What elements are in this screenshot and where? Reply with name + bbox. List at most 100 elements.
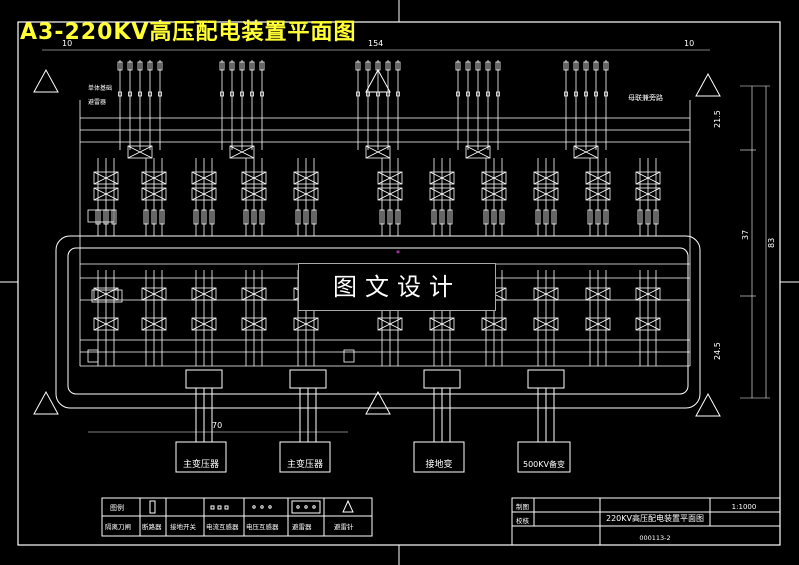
legend-label: 避雷器	[292, 522, 312, 531]
dim-right-upper: 21.5	[713, 110, 722, 128]
insulator-icon	[375, 61, 381, 71]
disconnector-icon	[564, 91, 568, 97]
side-box	[91, 289, 123, 303]
insulator-icon	[395, 61, 401, 71]
insulator-icon	[219, 61, 225, 71]
ct-icon	[447, 209, 453, 225]
drawing-title: A3-220KV高压配电装置平面图	[20, 20, 357, 45]
ct-icon	[543, 209, 549, 225]
title-block-row1: 制图	[516, 502, 529, 511]
disconnector-icon	[230, 91, 234, 97]
insulator-icon	[147, 61, 153, 71]
insulator-icon	[229, 61, 235, 71]
dim-right-mid: 37	[741, 230, 750, 240]
equipment-label: 主变压器	[287, 458, 323, 470]
disconnector-icon	[594, 91, 598, 97]
disconnector-icon	[250, 91, 254, 97]
annotation-mark: *	[396, 249, 400, 258]
insulator-icon	[355, 61, 361, 71]
equipment-label: 主变压器	[183, 458, 219, 470]
breaker-icon	[465, 145, 491, 159]
insulator-icon	[593, 61, 599, 71]
breaker-icon	[573, 145, 599, 159]
ct-icon	[551, 209, 557, 225]
disconnector-icon	[148, 91, 152, 97]
legend-header: 图例	[110, 503, 124, 512]
insulator-icon	[157, 61, 163, 71]
disconnector-icon	[240, 91, 244, 97]
disconnector-icon	[386, 91, 390, 97]
insulator-icon	[563, 61, 569, 71]
equipment-label: 500KV备变	[523, 459, 565, 469]
lightning-rod-icon	[695, 392, 721, 417]
disconnector-icon	[486, 91, 490, 97]
lightning-rod-icon	[342, 499, 354, 513]
ct-icon	[587, 209, 593, 225]
ct-icon	[645, 209, 651, 225]
disconnector-icon	[456, 91, 460, 97]
ct-icon	[499, 209, 505, 225]
disconnector-icon	[158, 91, 162, 97]
legend-label: 避雷针	[334, 522, 354, 531]
insulator-icon	[485, 61, 491, 71]
breaker-icon	[127, 145, 153, 159]
ct-icon	[439, 209, 445, 225]
dim-top-right: 10	[684, 39, 694, 48]
ct-icon	[193, 209, 199, 225]
dim-right-total: 83	[767, 238, 776, 248]
road-loop-outer	[55, 235, 701, 409]
disconnector-icon	[128, 91, 132, 97]
ct-icon	[395, 209, 401, 225]
ct-icon	[259, 209, 265, 225]
insulator-icon	[455, 61, 461, 71]
watermark-label: 图文设计	[298, 263, 496, 311]
ct-icon	[143, 209, 149, 225]
insulator-icon	[465, 61, 471, 71]
title-block-code: 000113-2	[639, 534, 670, 542]
disconnector-icon	[376, 91, 380, 97]
ct-icon	[243, 209, 249, 225]
legend-label: 电流互感器	[206, 522, 239, 531]
ct-icon	[303, 209, 309, 225]
insulator-icon	[603, 61, 609, 71]
insulator-icon	[137, 61, 143, 71]
disconnector-icon	[210, 505, 229, 510]
lightning-rods	[33, 68, 721, 417]
dim-right-lower: 24.5	[713, 342, 722, 360]
disconnector-icon	[366, 91, 370, 97]
title-block-row2: 校核	[516, 516, 530, 525]
disconnector-icon	[584, 91, 588, 97]
disconnector-icon	[496, 91, 500, 97]
side-box	[87, 349, 99, 363]
legend-label: 隔离刀闸	[105, 522, 131, 531]
legend-label: 电压互感器	[246, 522, 279, 531]
ct-icon	[159, 209, 165, 225]
disconnector-icon	[138, 91, 142, 97]
title-block-name: 220KV高压配电装置平面图	[606, 513, 704, 523]
ct-icon	[251, 209, 257, 225]
right-dimension-chain	[740, 85, 770, 399]
disconnector-icon	[118, 91, 122, 97]
insulator-icon	[365, 61, 371, 71]
disconnector-icon	[396, 91, 400, 97]
insulator-icon	[495, 61, 501, 71]
disconnector-icon	[604, 91, 608, 97]
ct-icon	[295, 209, 301, 225]
side-box	[87, 209, 115, 223]
annotation-upper-left-1: 单体基础	[88, 84, 112, 92]
transformer-group	[175, 369, 571, 473]
current-transformer-icon	[252, 505, 272, 509]
annotation-upper-left-2: 避雷器	[88, 98, 106, 106]
ct-icon	[595, 209, 601, 225]
insulator-icon	[385, 61, 391, 71]
disconnector-icon	[476, 91, 480, 97]
ct-icon	[311, 209, 317, 225]
ct-icon	[431, 209, 437, 225]
insulator-icon	[239, 61, 245, 71]
ct-icon	[483, 209, 489, 225]
dim-bottom: 70	[212, 421, 222, 430]
lightning-rod-icon	[33, 390, 59, 415]
insulator-icon	[259, 61, 265, 71]
disconnector-icon	[220, 91, 224, 97]
